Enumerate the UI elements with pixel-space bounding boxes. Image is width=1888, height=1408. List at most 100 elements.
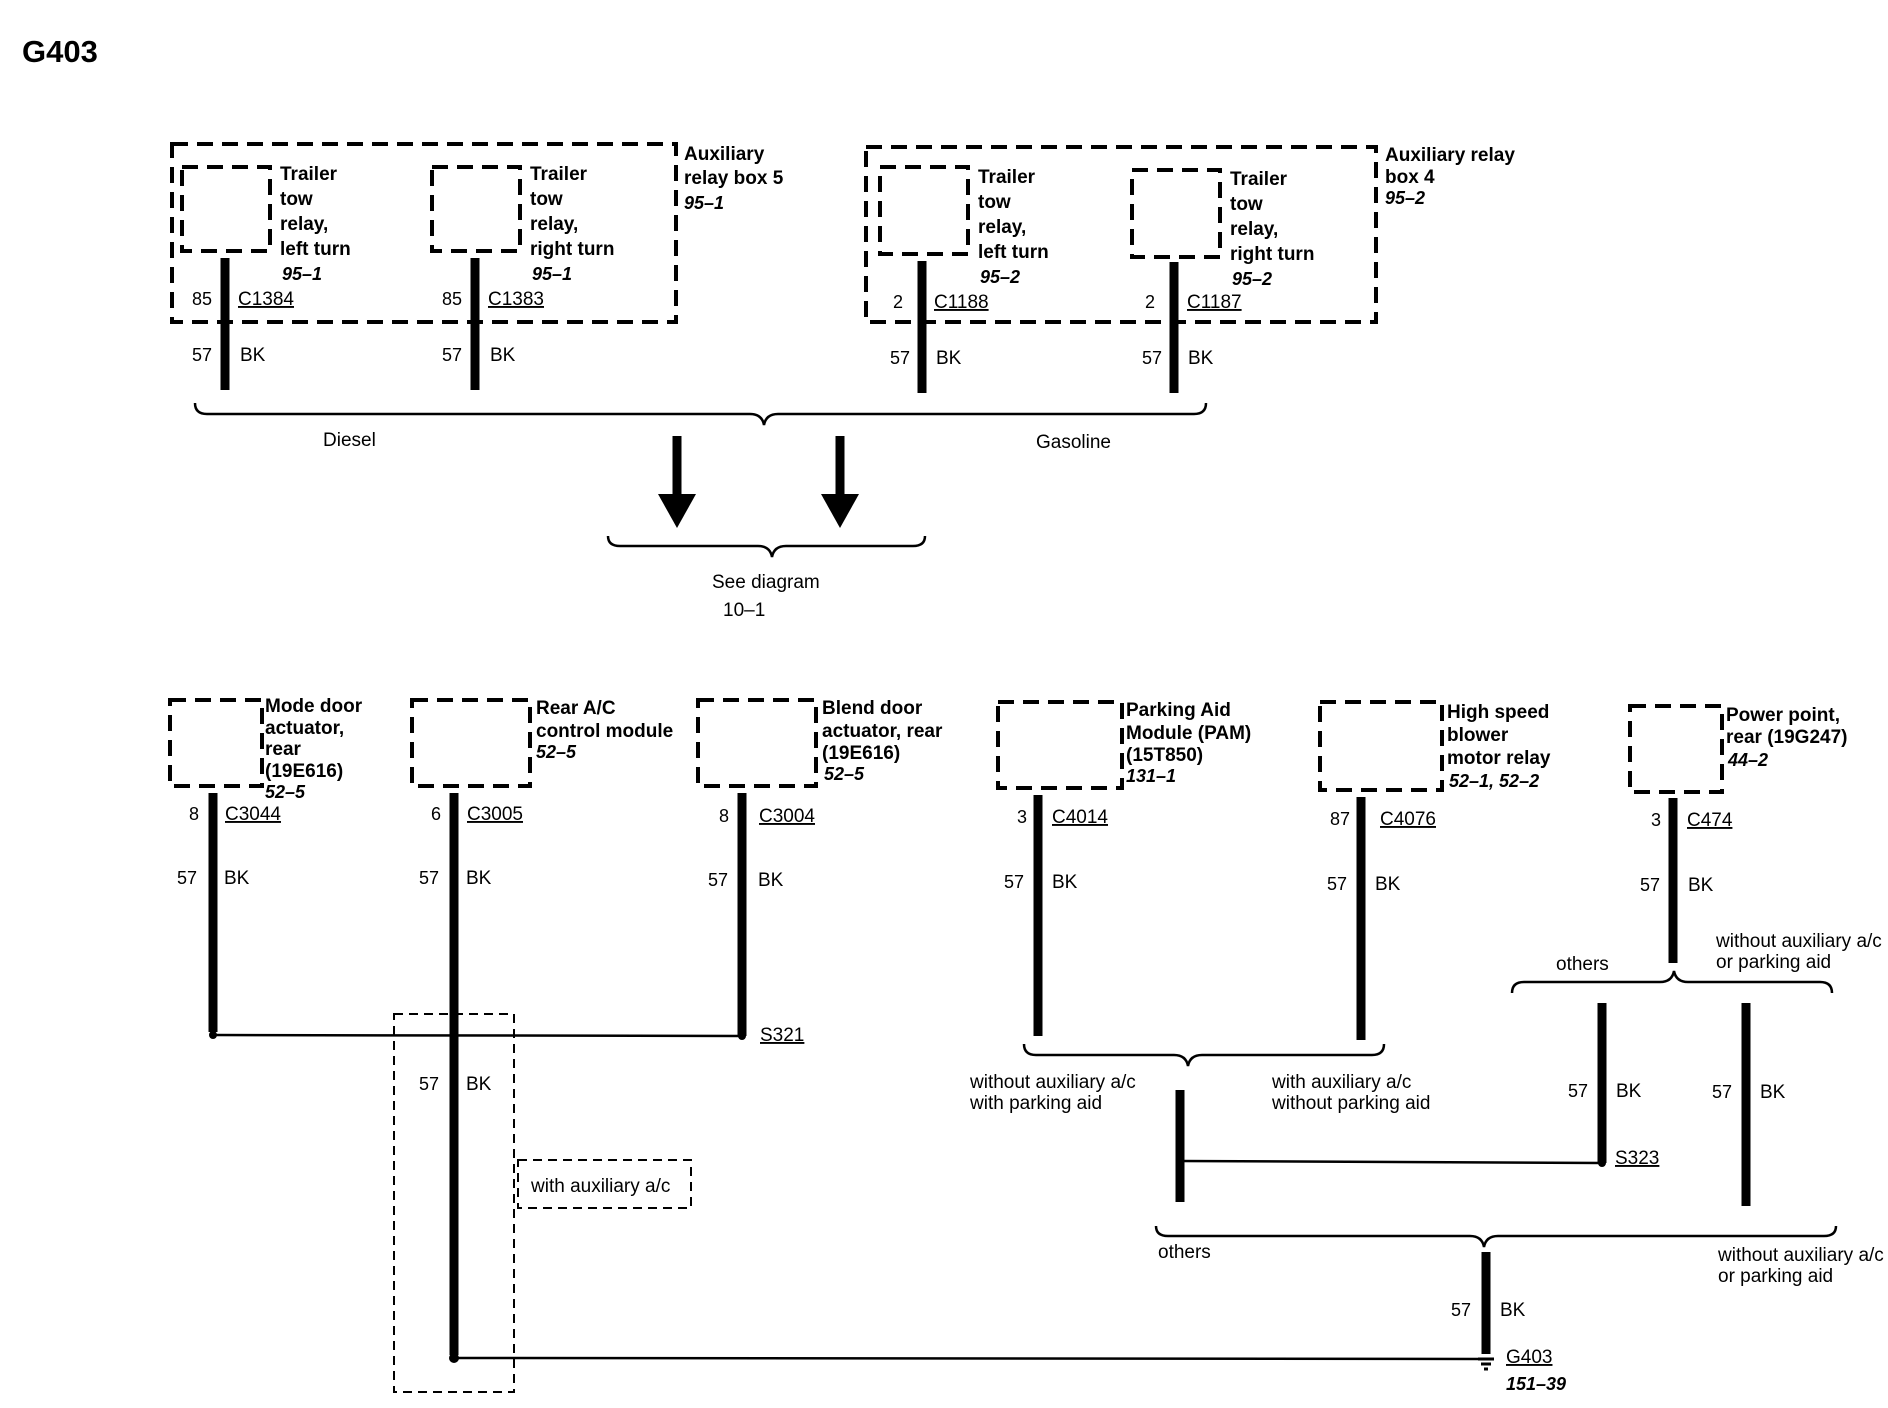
aux-relay-box-4-ref: 95–2 — [1385, 188, 1425, 208]
comp-5-color: BK — [1375, 874, 1401, 895]
relay-1-pin: 85 — [192, 289, 212, 309]
gasoline-label: Gasoline — [1036, 432, 1111, 453]
s323-label: S323 — [1615, 1148, 1659, 1169]
relay-4-label-1: Trailer — [1230, 169, 1288, 190]
relay-2-label-4: right turn — [530, 239, 614, 260]
comp-3-pin: 8 — [719, 806, 729, 826]
relay-1-label-2: tow — [280, 189, 313, 210]
cond-wo-aux-or-pa-2b: or parking aid — [1718, 1266, 1833, 1287]
aux-relay-box-5-label-2: relay box 5 — [684, 168, 784, 189]
aux-relay-box-5-label-1: Auxiliary — [684, 144, 765, 165]
comp-3-label-2: actuator, rear — [822, 721, 943, 742]
comp-5-label-3: motor relay — [1447, 748, 1551, 769]
relay-3-circuit: 57 — [890, 348, 910, 368]
with-aux-label-box — [517, 1159, 692, 1209]
relay-right-turn-diesel-box — [430, 165, 522, 253]
comp-1-label-1: Mode door — [265, 696, 363, 717]
comp-4-color: BK — [1052, 872, 1078, 893]
ground-icon — [1478, 1357, 1494, 1371]
relay-3-ref: 95–2 — [980, 267, 1020, 287]
cond-wo-aux-with-pa-2: with parking aid — [969, 1093, 1102, 1114]
ground-wire-circuit: 57 — [1451, 1300, 1471, 1320]
relay-2-connector: C1383 — [488, 289, 544, 310]
arrow-down-icon — [821, 494, 859, 528]
relay-1-label-4: left turn — [280, 239, 351, 260]
cond-with-aux-wo-pa-1: with auxiliary a/c — [1271, 1072, 1411, 1093]
relay-1-color: BK — [240, 345, 266, 366]
relay-left-turn-gasoline-box — [878, 165, 970, 256]
aux-relay-box-5 — [170, 142, 678, 324]
comp-4-label-3: (15T850) — [1126, 745, 1203, 766]
blend-door-actuator-box — [696, 698, 818, 788]
page-title: G403 — [22, 34, 98, 69]
cond-wo-aux-or-pa-2a: without auxiliary a/c — [1717, 1245, 1884, 1266]
ground-ref: 151–39 — [1506, 1374, 1566, 1394]
comp-3-label-3: (19E616) — [822, 743, 900, 764]
comp-4-ref: 131–1 — [1126, 766, 1176, 786]
relay-3-connector: C1188 — [934, 292, 989, 313]
comp-1-connector: C3044 — [225, 804, 281, 825]
aux-relay-box-4-label-1: Auxiliary relay — [1385, 145, 1515, 166]
ground-name: G403 — [1506, 1347, 1552, 1368]
comp-4-pin: 3 — [1017, 807, 1027, 827]
s321-bus-line — [212, 1033, 743, 1038]
relay-2-label-1: Trailer — [530, 164, 588, 185]
relay-1-circuit: 57 — [192, 345, 212, 365]
relay-4-color: BK — [1188, 348, 1214, 369]
relay-3-color: BK — [936, 348, 962, 369]
middle-wire-color: BK — [466, 1074, 492, 1095]
comp-1-circuit: 57 — [177, 868, 197, 888]
cond-with-aux-wo-pa-2: without parking aid — [1271, 1093, 1430, 1114]
comp-2-connector: C3005 — [467, 804, 523, 825]
comp-2-ref: 52–5 — [536, 742, 577, 762]
comp-6-connector: C474 — [1687, 810, 1733, 831]
comp-3-label-1: Blend door — [822, 698, 923, 719]
junction-dot — [209, 1031, 217, 1039]
comp-1-ref: 52–5 — [265, 782, 306, 802]
comp-2-pin: 6 — [431, 804, 441, 824]
relay-3-label-4: left turn — [978, 242, 1049, 263]
comp-6-ref: 44–2 — [1727, 750, 1768, 770]
comp-2-label-2: control module — [536, 721, 673, 742]
comp-6-pin: 3 — [1651, 810, 1661, 830]
comp-4-label-2: Module (PAM) — [1126, 723, 1251, 744]
relay-2-circuit: 57 — [442, 345, 462, 365]
comp-1-label-3: rear — [265, 739, 302, 760]
junction-dot — [450, 1031, 458, 1039]
comp-5-label-2: blower — [1447, 725, 1509, 746]
comp-3-color: BK — [758, 870, 784, 891]
s323-wire-circuit: 57 — [1568, 1081, 1588, 1101]
aux-relay-box-4-label-2: box 4 — [1385, 167, 1435, 188]
see-diagram-label: See diagram — [712, 572, 820, 593]
comp-2-label-1: Rear A/C — [536, 698, 616, 719]
relay-4-connector: C1187 — [1187, 292, 1242, 313]
s323-bus-line — [1179, 1159, 1603, 1165]
comp-5-label-1: High speed — [1447, 702, 1549, 723]
relay-3-label-1: Trailer — [978, 167, 1036, 188]
relay-2-label-2: tow — [530, 189, 563, 210]
comp-6-color: BK — [1688, 875, 1714, 896]
comp-5-connector: C4076 — [1380, 809, 1436, 830]
relay-2-ref: 95–1 — [532, 264, 572, 284]
relay-4-pin: 2 — [1145, 292, 1155, 312]
aux-relay-box-4 — [864, 145, 1378, 324]
comp-1-label-4: (19E616) — [265, 761, 343, 782]
comp-5-pin: 87 — [1330, 809, 1350, 829]
comp-6-label-1: Power point, — [1726, 705, 1840, 726]
comp-1-label-2: actuator, — [265, 718, 344, 739]
relay-left-turn-diesel-box — [180, 165, 272, 253]
right-wire-color: BK — [1760, 1082, 1786, 1103]
ground-bus-line — [453, 1356, 1487, 1361]
splice-dot — [738, 1032, 746, 1040]
s323-wire-color: BK — [1616, 1081, 1642, 1102]
relay-2-color: BK — [490, 345, 516, 366]
comp-3-ref: 52–5 — [824, 764, 865, 784]
relay-1-connector: C1384 — [238, 289, 294, 310]
comp-3-circuit: 57 — [708, 870, 728, 890]
arrow-down-icon — [658, 494, 696, 528]
relay-3-label-3: relay, — [978, 217, 1026, 238]
relay-3-label-2: tow — [978, 192, 1011, 213]
relay-right-turn-gasoline-box — [1130, 168, 1222, 259]
mode-door-actuator-box — [168, 698, 264, 788]
